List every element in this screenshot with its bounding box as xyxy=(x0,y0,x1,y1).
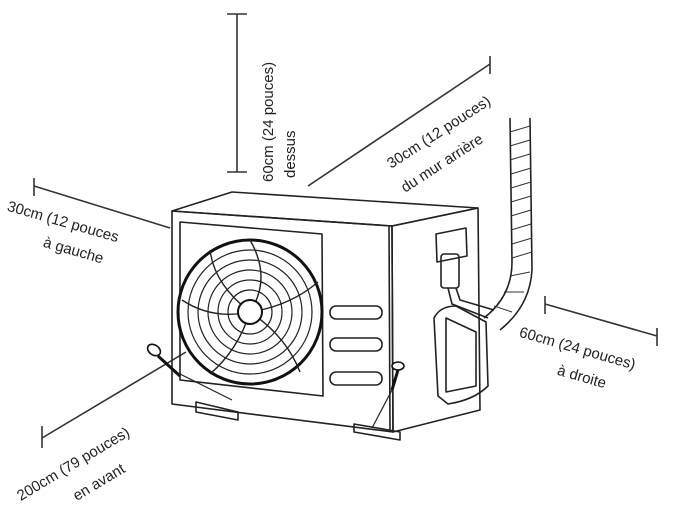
front-louvers xyxy=(329,305,383,386)
fan-grille xyxy=(176,238,324,386)
front-clearance-line xyxy=(41,351,187,448)
top-clearance-direction-label: dessus xyxy=(282,130,299,178)
service-valve-box xyxy=(433,227,495,405)
refrigerant-pipe xyxy=(483,117,533,331)
anchor-bolt-left xyxy=(146,343,233,401)
mounting-feet xyxy=(195,401,401,441)
left-clearance-line xyxy=(33,178,171,229)
top-clearance-distance-label: 60cm (24 pouces) xyxy=(260,61,277,182)
outdoor-unit xyxy=(146,117,533,441)
anchor-bolt-right xyxy=(371,361,405,429)
top-clearance-line xyxy=(227,13,247,173)
rear-clearance-line xyxy=(307,56,491,187)
right-clearance-line xyxy=(544,296,658,346)
